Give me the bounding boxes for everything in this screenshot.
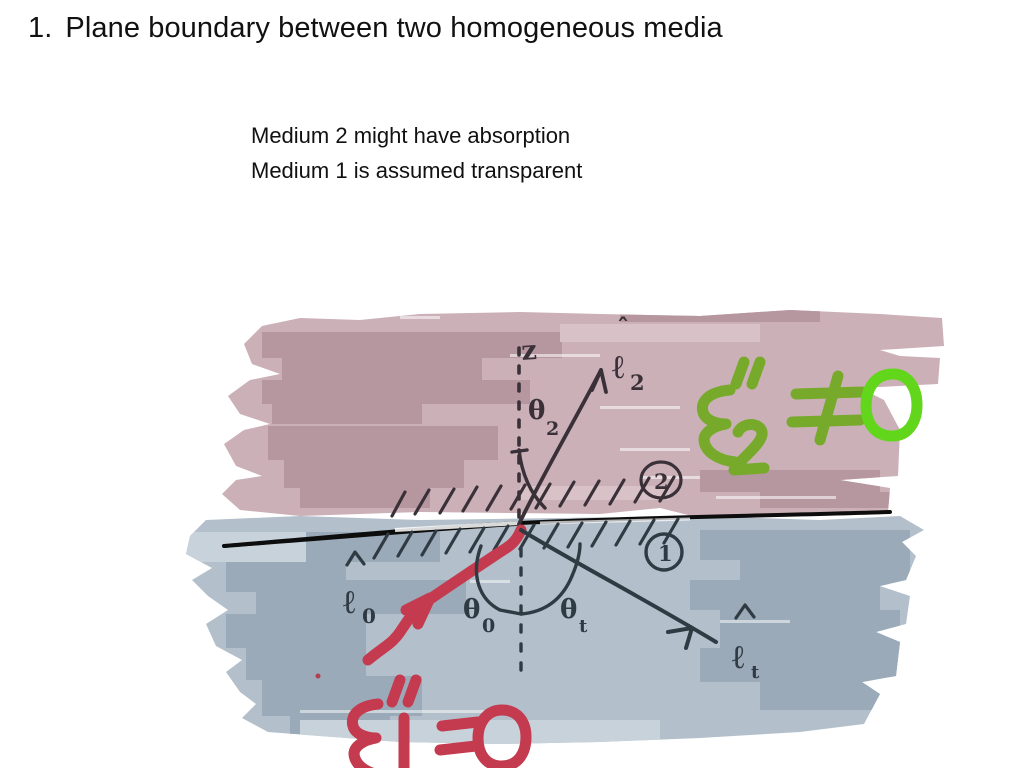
boundary-diagram: z θ 2 ˆ ℓ 2 — [0, 280, 1024, 768]
ell-0-subscript: 0 — [362, 604, 376, 628]
transmitted-ray — [519, 528, 718, 650]
theta-2-label: θ 2 — [528, 396, 559, 440]
ell-t-hat-stroke — [734, 603, 756, 620]
axis-label-z: z — [520, 335, 537, 367]
medium-1-region — [186, 516, 924, 744]
theta-0-subscript: 0 — [482, 615, 495, 637]
epsilon-2-annotation — [696, 356, 923, 476]
theta-t-glyph: θ — [560, 595, 577, 625]
medium-1-marker-text: 1 — [658, 541, 673, 566]
ell-0-label: ˆ ℓ 0 — [343, 550, 376, 628]
normal-axis-dashed — [517, 346, 523, 672]
ell-t-label: ℓ t — [732, 603, 760, 683]
theta-0-arc — [474, 544, 523, 616]
subtitle-block: Medium 2 might have absorption Medium 1 … — [251, 118, 582, 188]
theta-2-subscript: 2 — [546, 418, 559, 440]
ell-0-hat-stroke — [345, 550, 366, 567]
ell-2-hat: ˆ — [617, 313, 629, 342]
medium-2-marker-text: 2 — [654, 469, 669, 494]
incident-ray — [362, 524, 527, 666]
page-title: 1. Plane boundary between two homogeneous… — [28, 12, 723, 45]
ell-2-subscript: 2 — [630, 370, 645, 395]
medium-1-marker: 1 — [644, 532, 684, 572]
ell-t-glyph: ℓ — [732, 637, 745, 676]
medium-2-marker: 2 — [639, 460, 683, 500]
reflected-ray — [517, 368, 608, 526]
theta-t-label: θ t — [560, 595, 588, 637]
ell-0-glyph: ℓ — [343, 582, 356, 621]
hatching-lower — [372, 517, 680, 560]
subtitle-line-2: Medium 1 is assumed transparent — [251, 158, 583, 183]
title-text: Plane boundary between two homogeneous m… — [65, 12, 723, 44]
theta-t-arc — [519, 542, 582, 616]
theta-0-glyph: θ — [463, 595, 480, 625]
ell-t-subscript: t — [751, 662, 760, 683]
ell-2-label: ˆ ℓ 2 — [612, 313, 645, 395]
theta-2-glyph: θ — [528, 396, 545, 426]
ell-2-glyph: ℓ — [612, 347, 625, 386]
theta-t-subscript: t — [579, 616, 588, 637]
title-number: 1. — [28, 12, 53, 44]
theta-0-label: θ 0 — [463, 595, 495, 637]
theta-2-arc — [510, 448, 547, 510]
epsilon-1-annotation — [346, 674, 532, 768]
subtitle-line-1: Medium 2 might have absorption — [251, 123, 571, 148]
